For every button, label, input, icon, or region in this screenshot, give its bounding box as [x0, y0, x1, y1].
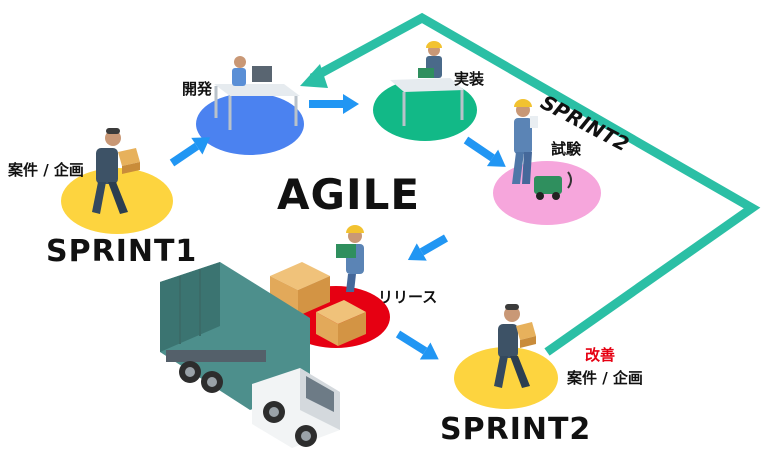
development-ellipse [196, 93, 304, 155]
planning-1-label: 案件 / 企画 [8, 161, 84, 179]
flow-arrow-2 [309, 94, 359, 114]
implementation-ellipse [373, 79, 477, 141]
release-label: リリース [378, 288, 438, 306]
container-truck-icon [160, 262, 340, 448]
flow-arrow-5 [395, 330, 439, 360]
desk-worker-icon [214, 56, 300, 130]
sprint-1-label: SPRINT1 [46, 234, 198, 269]
agile-title: AGILE [277, 170, 421, 219]
development-label: 開発 [182, 80, 213, 98]
sprint-2-label: SPRINT2 [440, 412, 592, 447]
worker-carrying-box-icon [494, 304, 536, 388]
implementation-worker-icon [390, 41, 464, 126]
implementation-label: 実装 [454, 70, 485, 88]
planning-2-label: 案件 / 企画 [567, 369, 643, 387]
cardboard-boxes-icon [270, 262, 366, 346]
tester-icon [512, 99, 572, 200]
testing-label: 試験 [551, 140, 582, 158]
release-worker-icon [336, 225, 364, 292]
planning-2-ellipse [454, 347, 558, 409]
improvement-label: 改善 [585, 346, 616, 364]
flow-arrow-4 [407, 234, 448, 261]
sprint2-loop-arrowhead [300, 64, 328, 88]
flow-arrow-3 [463, 136, 506, 167]
worker-carrying-box-icon [92, 128, 140, 214]
flow-arrow-1 [169, 137, 211, 167]
sprint2-loop-line [309, 12, 761, 356]
